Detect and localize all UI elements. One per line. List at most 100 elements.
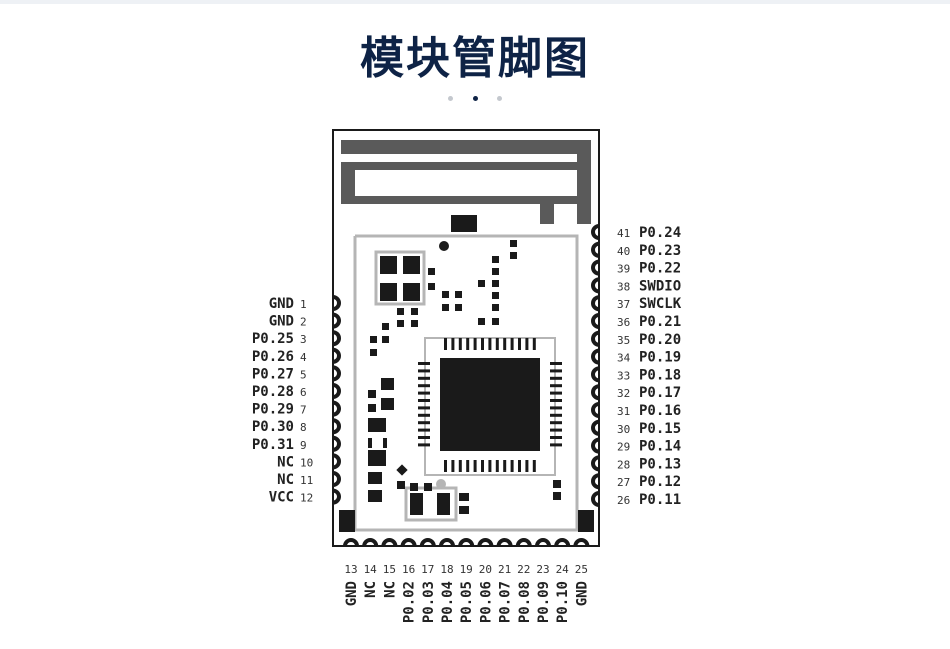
chip-pin: [550, 362, 562, 365]
chip-pin: [518, 338, 521, 350]
pin-number: 16: [402, 563, 415, 576]
pin-pad: [332, 418, 341, 435]
pin-name: P0.19: [639, 350, 681, 366]
pin-name: P0.30: [252, 419, 294, 435]
pin-pad: [332, 330, 341, 347]
carousel-dot[interactable]: [496, 96, 502, 101]
pin-number: 32: [617, 387, 630, 400]
pin-name: P0.14: [639, 439, 681, 455]
pin-number: 34: [617, 352, 631, 365]
pin-pad: [458, 538, 475, 547]
chip-pin: [466, 338, 470, 350]
pin-pad: [591, 295, 600, 312]
chip-pin: [495, 460, 499, 472]
chip-pin: [550, 436, 562, 439]
pin-name: P0.04: [440, 581, 456, 623]
chip-pin: [418, 421, 430, 425]
chip-pin: [481, 338, 484, 350]
pin-pad: [591, 437, 600, 454]
pin-number: 19: [460, 563, 473, 576]
mcu-chip-pins: [418, 338, 562, 472]
chip-pin: [473, 460, 477, 472]
pin-name: P0.22: [639, 261, 681, 277]
pin-number: 26: [617, 494, 630, 507]
chip-pin: [518, 460, 521, 472]
pin-pad: [591, 241, 600, 258]
pin-pad: [591, 419, 600, 436]
pin-pad: [477, 538, 494, 547]
pin-pad: [400, 538, 417, 547]
pin-name: P0.08: [517, 581, 533, 623]
chip-pin: [444, 460, 447, 472]
pin-pad: [332, 383, 341, 399]
pin-number: 1: [300, 298, 307, 311]
pin-number: 8: [300, 421, 307, 434]
chip-pin: [418, 428, 430, 432]
page-title: 模块管脚图: [360, 33, 590, 84]
pin-number: 4: [300, 351, 307, 364]
chip-pin: [418, 413, 430, 417]
pin-number: 9: [300, 439, 307, 452]
chip-pin: [525, 460, 529, 472]
chip-pin: [550, 399, 562, 402]
carousel-indicator: [0, 88, 950, 107]
pin-pad: [591, 259, 600, 276]
chip-pin: [418, 406, 430, 410]
chip-pin: [550, 413, 562, 417]
pin-number: 35: [617, 334, 630, 347]
pin-number: 20: [479, 563, 492, 576]
pin-number: 12: [300, 492, 313, 505]
pin-name: P0.12: [639, 474, 681, 490]
chip-pin: [466, 460, 470, 472]
pin-pad: [515, 538, 532, 547]
pin-pad: [591, 348, 600, 365]
chip-pin: [418, 443, 430, 447]
pin-name: NC: [277, 472, 294, 488]
pin-pad: [591, 277, 600, 294]
chip-pin: [418, 436, 430, 439]
pin-number: 11: [300, 474, 313, 487]
pin-name: P0.15: [639, 421, 681, 437]
pin-name: GND: [574, 581, 590, 606]
bottom-pin-labels: 13GND14NC15NC16P0.0217P0.0318P0.0419P0.0…: [344, 563, 590, 623]
pin-pad: [591, 224, 600, 240]
chip-pin: [510, 338, 514, 350]
pin-pad: [439, 538, 455, 547]
chip-pin: [550, 376, 562, 380]
carousel-dot-active[interactable]: [472, 96, 478, 101]
pin-number: 29: [617, 441, 630, 454]
pin-name: P0.31: [252, 437, 294, 453]
carousel-dot[interactable]: [448, 96, 454, 101]
chip-pin: [550, 406, 562, 410]
pin-name: P0.23: [639, 243, 681, 259]
chip-pin: [458, 460, 462, 472]
chip-pin: [473, 338, 477, 350]
chip-pin: [510, 460, 514, 472]
pin-name: P0.17: [639, 385, 681, 401]
pin-pad: [535, 538, 551, 547]
pin-name: P0.29: [252, 402, 294, 418]
pin-name: VCC: [269, 490, 294, 506]
pin-name: GND: [344, 581, 360, 606]
pin-pad: [591, 491, 600, 507]
pin-name: P0.18: [639, 367, 681, 383]
pin-name: P0.07: [498, 581, 514, 623]
pin-name: P0.03: [421, 581, 437, 623]
pin-number: 6: [300, 386, 307, 399]
pin-number: 3: [300, 333, 307, 346]
pin-pad: [591, 384, 600, 401]
pin-pad: [332, 347, 341, 364]
pin-pad: [591, 455, 600, 472]
pin-number: 10: [300, 456, 313, 469]
pin-number: 41: [617, 227, 630, 240]
pin-name: P0.26: [252, 349, 294, 365]
pin-pad: [419, 538, 436, 547]
pin-pad: [332, 365, 341, 382]
pin-name: P0.24: [639, 225, 681, 241]
pin-name: SWCLK: [639, 296, 682, 312]
chip-pin: [418, 384, 430, 388]
left-pads: [332, 295, 341, 505]
pin-pad: [332, 400, 341, 417]
pin-pad: [332, 312, 341, 329]
